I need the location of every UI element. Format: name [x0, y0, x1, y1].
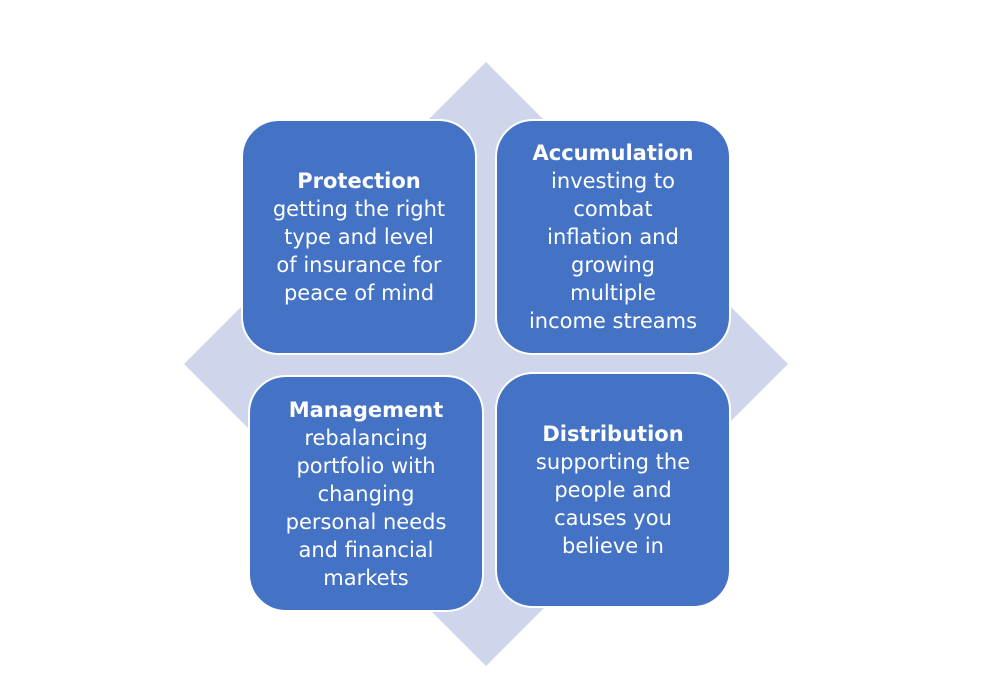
tile-accumulation-title: Accumulation [532, 141, 694, 165]
tile-protection: Protection getting the right type and le… [241, 119, 477, 355]
tile-management-title: Management [288, 397, 444, 422]
tile-management-description: rebalancing portfolio with changing pers… [285, 425, 447, 590]
tile-protection-title: Protection [297, 169, 421, 193]
tile-distribution-title: Distribution [542, 422, 684, 446]
tile-distribution-description: supporting the people and causes you bel… [535, 450, 691, 558]
tile-accumulation-description: investing to combat inflation and growin… [528, 169, 698, 333]
tile-management: Management rebalancing portfolio with ch… [248, 375, 484, 612]
tile-distribution: Distribution supporting the people and c… [495, 372, 731, 608]
tile-protection-description: getting the right type and level of insu… [272, 197, 446, 305]
tile-accumulation: Accumulation investing to combat inflati… [495, 119, 731, 355]
